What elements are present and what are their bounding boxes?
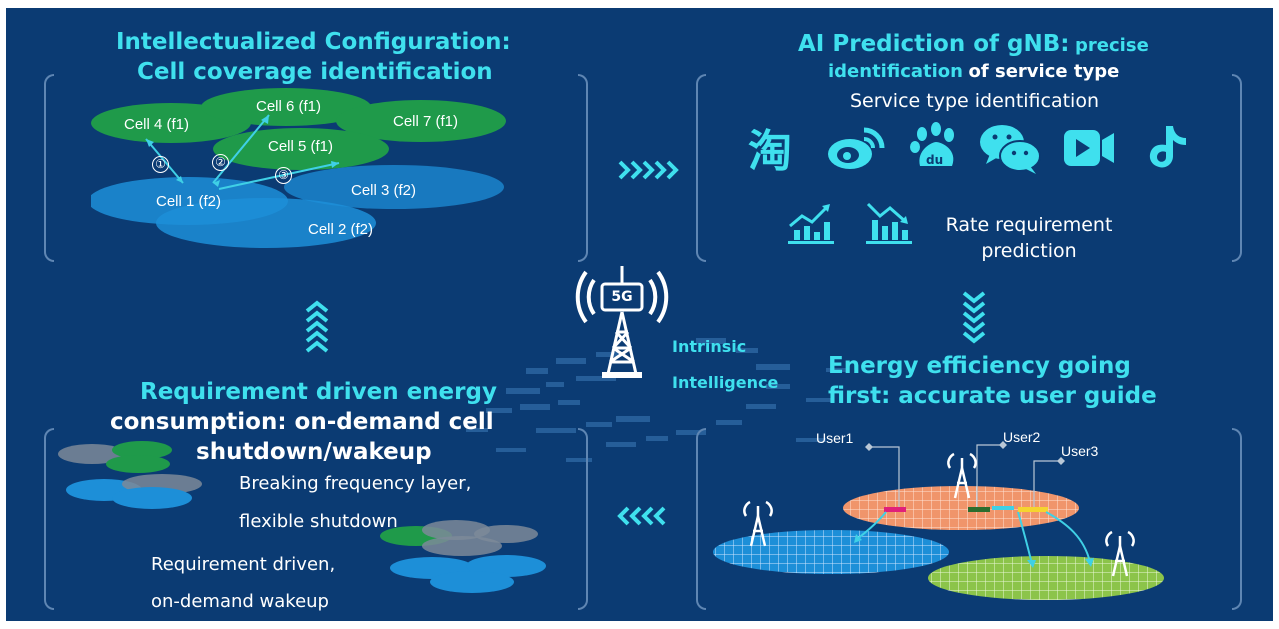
bottom-left-title-line2: consumption: on-demand cell xyxy=(110,409,494,435)
breaking-frequency-line1: Breaking frequency layer, xyxy=(239,473,472,494)
top-right-title-part3: identification xyxy=(828,61,963,82)
top-left-bracket-right xyxy=(578,74,588,262)
top-right-title-part2: precise xyxy=(1075,35,1149,56)
top-left-title-line2: Cell coverage identification xyxy=(137,59,493,85)
cell-5-label: Cell 5 (f1) xyxy=(268,138,334,155)
cell-7-ellipse xyxy=(336,100,506,142)
svg-text:淘: 淘 xyxy=(748,126,792,174)
intrinsic-label: Intrinsic xyxy=(672,337,747,356)
cell-3-label: Cell 3 (f2) xyxy=(351,182,417,199)
bottom-left-bracket-right xyxy=(578,428,588,610)
tower-blue xyxy=(743,500,773,547)
top-right-title-part1: AI Prediction of gNB: xyxy=(798,31,1070,57)
top-left-bracket-left xyxy=(44,74,54,262)
top-left-title-line1: Intellectualized Configuration: xyxy=(116,29,511,55)
tower-green xyxy=(1105,530,1135,577)
marker-2: ② xyxy=(212,154,229,171)
service-type-label: Service type identification xyxy=(850,90,1099,112)
chevrons-down-icon xyxy=(961,290,987,351)
bottom-right-title-line2: first: accurate user guide xyxy=(828,383,1157,409)
breaking-frequency-line2: flexible shutdown xyxy=(239,511,398,532)
cell-blue-grid xyxy=(713,530,949,574)
diagram-panel: Intellectualized Configuration: Cell cov… xyxy=(6,8,1273,621)
requirement-driven-line1: Requirement driven, xyxy=(151,554,336,575)
bottom-right-bracket-right xyxy=(1232,428,1242,610)
5g-tower-icon xyxy=(572,262,672,387)
tower-orange xyxy=(947,452,977,499)
bottom-left-title-line1: Requirement driven energy xyxy=(140,379,497,405)
intelligence-label: Intelligence xyxy=(672,373,779,392)
top-right-bracket-right xyxy=(1232,74,1242,262)
cell-7-label: Cell 7 (f1) xyxy=(393,113,459,130)
data-swirl-decoration xyxy=(466,338,848,462)
top-right-title-line2: identification of service type xyxy=(828,61,1120,82)
chevrons-left-icon xyxy=(616,505,672,532)
5g-badge-label: 5G xyxy=(611,289,633,305)
bottom-left-title-line3: shutdown/wakeup xyxy=(196,439,432,465)
chevrons-up-icon xyxy=(304,298,330,359)
wechat-icon xyxy=(978,120,1044,181)
bottom-left-bracket-left xyxy=(44,428,54,610)
rate-requirement-line2: prediction xyxy=(981,240,1077,262)
tiktok-icon xyxy=(1146,120,1190,177)
cell-4-label: Cell 4 (f1) xyxy=(124,116,190,133)
baidu-icon: du xyxy=(908,120,962,179)
user-guide-diagram xyxy=(713,441,1164,600)
chart-falling-icon xyxy=(864,196,914,251)
cell-1-label: Cell 1 (f2) xyxy=(156,193,222,210)
top-right-title-line1: AI Prediction of gNB: precise xyxy=(798,31,1149,58)
taobao-icon: 淘 xyxy=(746,122,802,179)
cell-2-label: Cell 2 (f2) xyxy=(308,221,374,238)
video-icon xyxy=(1062,126,1118,175)
user2-label: User2 xyxy=(1003,429,1041,445)
weibo-icon xyxy=(824,122,888,179)
user1-label: User1 xyxy=(816,430,854,446)
cell-1-ellipse xyxy=(91,177,288,225)
cell-coverage-diagram xyxy=(91,88,506,248)
cells-cluster-lower xyxy=(380,520,546,593)
marker-1: ① xyxy=(152,156,169,173)
cells-cluster-upper xyxy=(58,441,202,509)
chevrons-right-icon xyxy=(618,159,680,186)
top-right-title-part4: of service type xyxy=(968,61,1120,82)
bottom-right-title-line1: Energy efficiency going xyxy=(828,353,1131,379)
cell-3-ellipse xyxy=(284,165,504,209)
requirement-driven-line2: on-demand wakeup xyxy=(151,591,329,612)
cell-6-ellipse xyxy=(201,88,371,126)
rate-requirement-line1: Rate requirement xyxy=(945,214,1113,236)
cell-6-label: Cell 6 (f1) xyxy=(256,98,322,115)
cell-green-grid xyxy=(928,556,1164,600)
chart-rising-icon xyxy=(786,200,836,251)
marker-3: ③ xyxy=(275,167,292,184)
svg-text:du: du xyxy=(926,153,943,167)
bottom-right-bracket-left xyxy=(696,428,706,610)
cell-5-ellipse xyxy=(213,128,389,170)
user3-label: User3 xyxy=(1061,443,1099,459)
top-right-bracket-left xyxy=(696,74,706,262)
